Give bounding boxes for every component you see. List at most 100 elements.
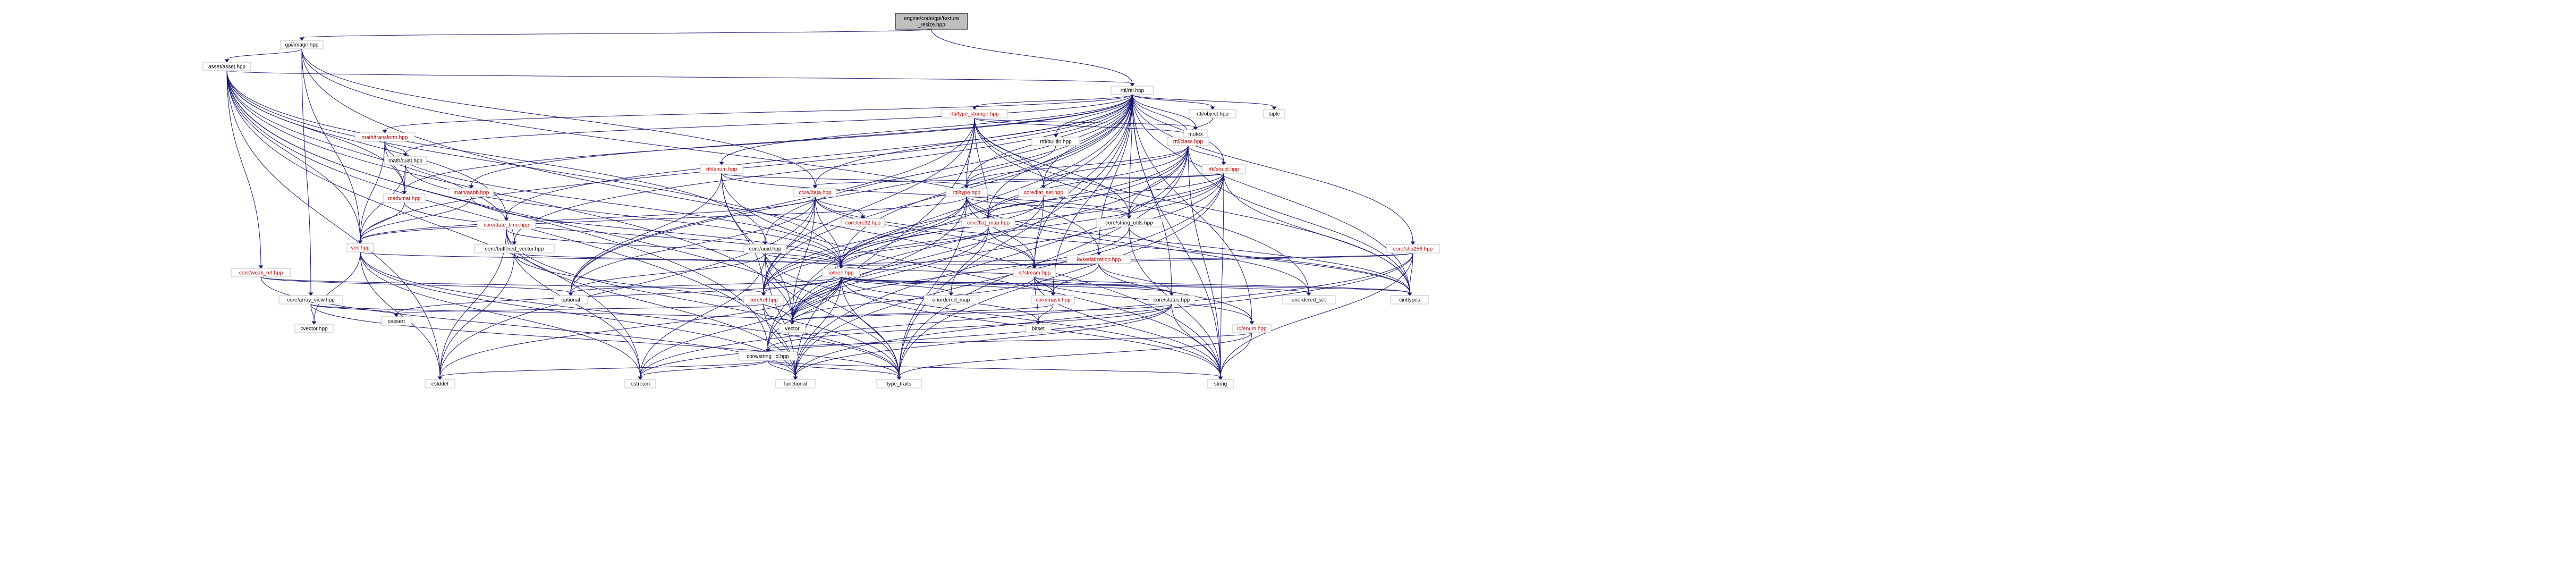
node-unordered-set: unordered_set	[1282, 295, 1336, 305]
edge-core_string_id-to-functional	[767, 360, 796, 377]
edge-asset-to-math_mat	[226, 70, 405, 192]
edge-math_aabb-to-vec	[360, 196, 472, 241]
node-io-enum[interactable]: io/enum.hpp	[1232, 324, 1272, 333]
node-core-status[interactable]: core/status.hpp	[1148, 295, 1196, 305]
node-io-tree[interactable]: io/tree.hpp	[822, 268, 860, 277]
edge-core_flat_map-to-io_stream	[988, 226, 1035, 266]
edge-core_flat_map-to-io_tree	[841, 226, 989, 266]
node-label: functional	[784, 382, 807, 387]
edge-asset-to-type_traits	[226, 70, 900, 377]
node-core-string-utils[interactable]: core/string_utils.hpp	[1096, 218, 1163, 227]
node-rtti-struct[interactable]: rtti/struct.hpp	[1201, 164, 1246, 174]
edge-rtti_class-to-type_traits	[899, 145, 1189, 377]
node-box	[381, 316, 412, 326]
node-vec[interactable]: vec.hpp	[346, 243, 374, 252]
node-label: io/enum.hpp	[1237, 326, 1266, 332]
edge-io_tree-to-vector	[792, 276, 842, 322]
edge-rtti_struct-to-rtti_type	[966, 173, 1224, 186]
edge-arrowhead	[638, 376, 643, 380]
edge-arrowhead	[838, 265, 844, 269]
node-rtti-object[interactable]: rtti/object.hpp	[1189, 109, 1236, 119]
edge-core_flat_map-to-vector	[792, 226, 989, 322]
edge-asset-to-vec	[226, 70, 361, 241]
node-rtti-enum[interactable]: rtti/enum.hpp	[700, 164, 743, 174]
edge-math_transform-to-vec	[360, 141, 385, 241]
node-core-uuid[interactable]: core/uuid.hpp	[743, 244, 787, 254]
edge-arrowhead	[1210, 106, 1215, 110]
node-box	[1013, 268, 1056, 277]
edge-asset-to-core_string_id	[226, 70, 768, 350]
edge-arrowhead	[469, 185, 474, 189]
edge-io_serialization-to-io_enum	[1098, 263, 1252, 322]
node-gpi-image[interactable]: gpi/image.hpp	[280, 40, 324, 49]
node-label: cvector.hpp	[300, 326, 328, 332]
node-bitset: bitset	[1025, 324, 1052, 333]
node-core-flat-map[interactable]: core/flat_map.hpp	[961, 218, 1015, 227]
node-box	[1111, 86, 1154, 95]
node-core-array-view[interactable]: core/array_view.hpp	[278, 295, 343, 305]
edge-io_serialization-to-core_status	[1098, 263, 1172, 293]
node-rtti-class[interactable]: rtti/class.hpp	[1167, 137, 1209, 146]
edge-gpi_image-to-core_data	[301, 48, 816, 186]
edge-io_enum-to-core_string_id	[767, 332, 1252, 350]
node-label: core/crc32.hpp	[845, 221, 881, 226]
edge-asset-to-io_tree	[226, 70, 842, 266]
edge-core_sha256-to-functional	[795, 252, 1413, 377]
node-label: engine/code/gpi/texture	[904, 16, 959, 22]
edge-vec-to-ostream	[360, 251, 641, 377]
node-core-sha256[interactable]: core/sha256.hpp	[1386, 244, 1440, 254]
node-core-crc32[interactable]: core/crc32.hpp	[841, 218, 885, 227]
node-box	[738, 351, 798, 361]
edge-core_array_view-to-cvector	[310, 303, 315, 322]
node-rtti-rtti[interactable]: rtti/rtti.hpp	[1111, 86, 1154, 95]
node-core-date-time[interactable]: core/date_time.hpp	[477, 220, 536, 230]
node-optional: optional	[553, 295, 588, 305]
node-rtti-builtin[interactable]: rtti/builtin.hpp	[1031, 137, 1080, 146]
edge-core_sha256-to-ostream	[640, 252, 1413, 377]
edge-math_quat-to-io_tree	[405, 164, 842, 266]
node-math-aabb[interactable]: math/aabb.hpp	[448, 188, 494, 197]
node-box	[1189, 109, 1236, 119]
node-root[interactable]: engine/code/gpi/texture_resize.hpp	[895, 13, 968, 30]
edge-rtti_rtti-to-mutex	[1132, 94, 1196, 128]
edge-core_mask-to-bitset	[1038, 303, 1054, 322]
node-label: string	[1214, 382, 1227, 387]
node-label: vec.hpp	[351, 246, 369, 251]
node-core-flat-set[interactable]: core/flat_set.hpp	[1018, 188, 1069, 197]
edge-io_stream-to-string	[1034, 276, 1221, 377]
node-asset[interactable]: asset/asset.hpp	[202, 62, 251, 71]
node-core-weak-ref[interactable]: core/weak_ref.hpp	[231, 268, 291, 277]
node-tuple: tuple	[1263, 109, 1285, 119]
edges-layer	[224, 29, 1416, 380]
edge-io_serialization-to-core_mask	[1053, 263, 1099, 293]
edge-arrowhead	[568, 292, 573, 296]
edge-vec-to-io_tree	[360, 251, 842, 266]
edge-core_uuid-to-ostream	[640, 252, 766, 377]
node-io-serialization[interactable]: io/serialization.hpp	[1066, 255, 1131, 264]
node-cvector[interactable]: cvector.hpp	[294, 324, 334, 333]
node-core-ref[interactable]: core/ref.hpp	[743, 295, 784, 305]
node-core-buffered-vector[interactable]: core/buffered_vector.hpp	[474, 244, 555, 254]
node-core-string-id[interactable]: core/string_id.hpp	[738, 351, 798, 361]
edge-rtti_class-to-core_flat_set	[1043, 145, 1189, 186]
node-math-mat[interactable]: math/mat.hpp	[383, 193, 426, 203]
edge-rtti_rtti-to-math_aabb	[471, 94, 1133, 186]
node-box	[1207, 379, 1234, 388]
node-rtti-type[interactable]: rtti/type.hpp	[945, 188, 988, 197]
node-core-data[interactable]: core/data.hpp	[793, 188, 837, 197]
node-math-quat[interactable]: math/quat.hpp	[384, 156, 427, 165]
node-io-stream[interactable]: io/stream.hpp	[1013, 268, 1056, 277]
edge-rtti_type-to-type_traits	[899, 196, 967, 377]
node-box	[743, 295, 784, 305]
node-vector: vector	[778, 324, 806, 333]
edge-core_sha256-to-string	[1220, 252, 1413, 377]
edge-rtti_type-to-cinttypes	[966, 196, 1410, 293]
node-core-mask[interactable]: core/mask.hpp	[1031, 295, 1075, 305]
node-rtti-type-storage[interactable]: rtti/type_storage.hpp	[941, 109, 1008, 119]
node-label: rtti/class.hpp	[1173, 139, 1204, 145]
node-math-transform[interactable]: math/transform.hpp	[354, 132, 415, 142]
edge-rtti_struct-to-cinttypes	[1223, 173, 1410, 293]
edge-rtti_enum-to-rtti_type	[721, 173, 967, 186]
node-box	[294, 324, 334, 333]
edge-io_tree-to-core_status	[841, 276, 1172, 293]
